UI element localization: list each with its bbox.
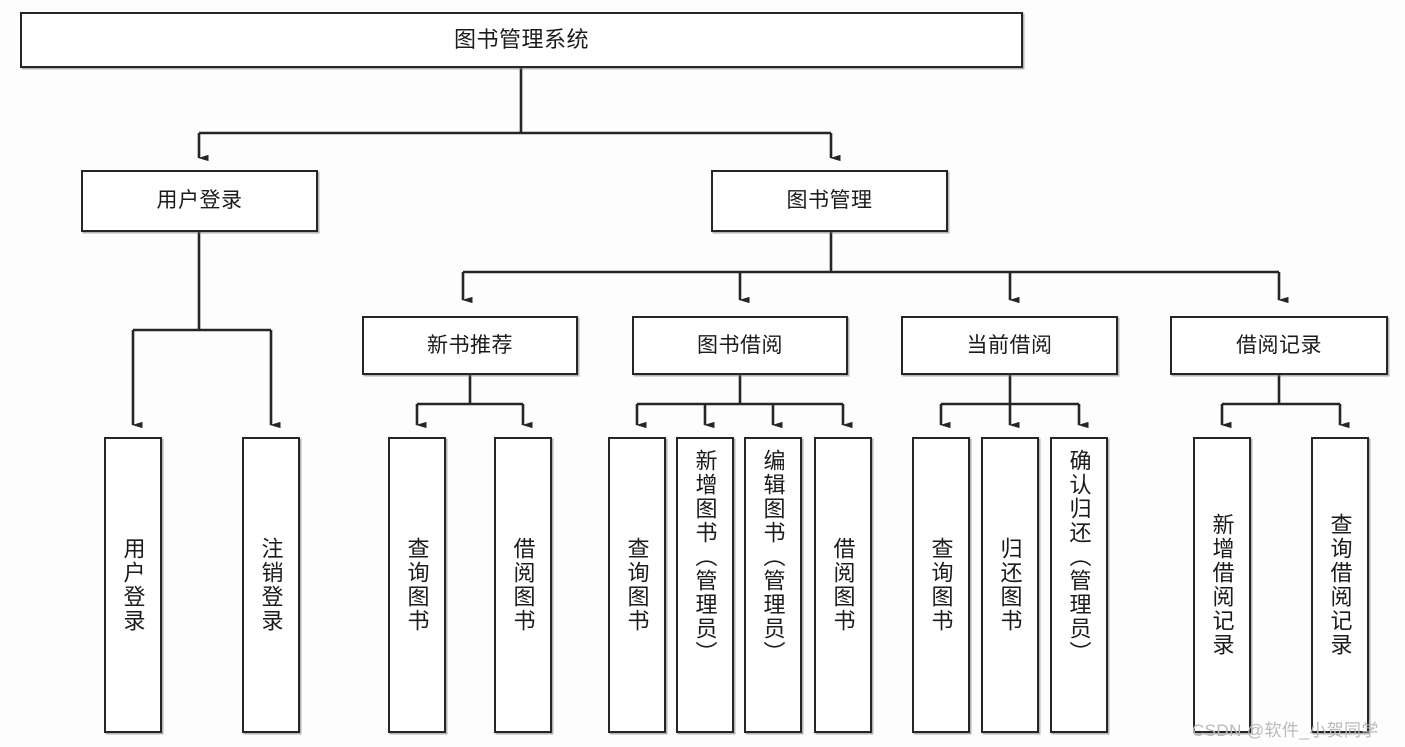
node-label: 用户登录: [120, 537, 146, 633]
node-label: 新增借阅记录: [1209, 513, 1235, 657]
node-book-borrow[interactable]: 图书借阅: [632, 316, 848, 375]
node-label: 注销登录: [258, 537, 284, 633]
node-borrow-record[interactable]: 借阅记录: [1170, 316, 1388, 375]
leaf-confirm-return-admin[interactable]: 确认归还（管理员）: [1050, 437, 1108, 733]
node-label: 查询图书: [404, 537, 430, 633]
node-label: 借阅图书: [510, 537, 536, 633]
node-current-borrow[interactable]: 当前借阅: [901, 316, 1118, 375]
node-book-manage[interactable]: 图书管理: [711, 170, 948, 232]
node-label: 当前借阅: [966, 333, 1053, 357]
leaf-query-book-recommend[interactable]: 查询图书: [388, 437, 446, 733]
node-label: 查询图书: [928, 537, 954, 633]
node-label: 借阅图书: [830, 537, 856, 633]
node-label: 借阅记录: [1236, 333, 1322, 357]
leaf-return-book[interactable]: 归还图书: [981, 437, 1039, 733]
node-label: 编辑图书（管理员）: [760, 449, 786, 665]
node-label: 查询借阅记录: [1327, 513, 1353, 657]
node-user-login[interactable]: 用户登录: [81, 170, 318, 232]
node-label: 图书管理系统: [453, 26, 589, 52]
leaf-query-book-current[interactable]: 查询图书: [912, 437, 970, 733]
node-label: 图书借阅: [697, 333, 783, 357]
leaf-edit-book-admin[interactable]: 编辑图书（管理员）: [744, 437, 802, 733]
leaf-add-borrow-record[interactable]: 新增借阅记录: [1193, 437, 1251, 733]
leaf-add-book-admin[interactable]: 新增图书（管理员）: [676, 437, 734, 733]
leaf-query-borrow-record[interactable]: 查询借阅记录: [1311, 437, 1369, 733]
leaf-query-book-borrow[interactable]: 查询图书: [608, 437, 666, 733]
node-label: 图书管理: [786, 189, 873, 213]
node-label: 新书推荐: [427, 333, 513, 357]
leaf-logout[interactable]: 注销登录: [242, 437, 300, 733]
leaf-user-login[interactable]: 用户登录: [104, 437, 162, 733]
node-label: 归还图书: [997, 537, 1023, 633]
leaf-borrow-book-recommend[interactable]: 借阅图书: [494, 437, 552, 733]
node-root-system[interactable]: 图书管理系统: [20, 12, 1023, 68]
node-new-book-recommend[interactable]: 新书推荐: [362, 316, 578, 375]
node-label: 查询图书: [624, 537, 650, 633]
node-label: 确认归还（管理员）: [1066, 449, 1092, 665]
node-label: 用户登录: [156, 189, 243, 213]
leaf-borrow-book-borrow[interactable]: 借阅图书: [814, 437, 872, 733]
node-label: 新增图书（管理员）: [692, 449, 718, 665]
csdn-watermark: CSDN @软件_小贺同学: [1192, 721, 1379, 740]
